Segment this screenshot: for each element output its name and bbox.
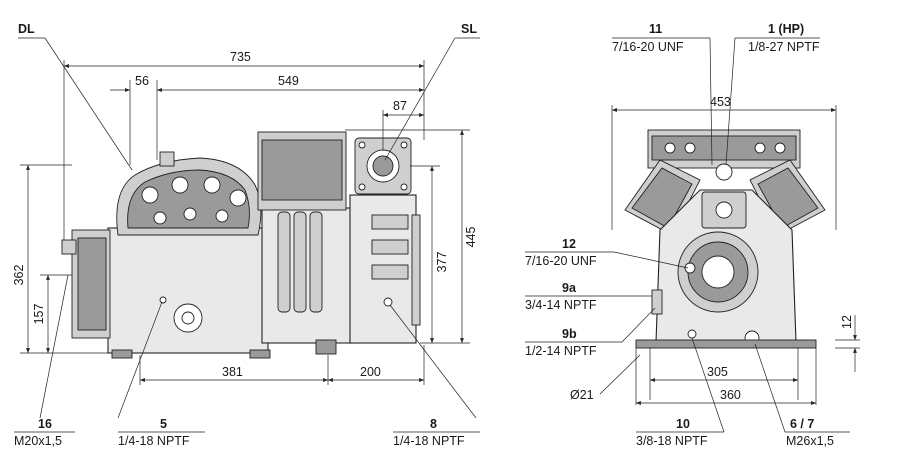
- motor-section-side: [257, 131, 355, 355]
- conn-9b-number: 9b: [562, 327, 577, 341]
- compressor-body-side: [61, 151, 271, 359]
- conn-6-7-spec: M26x1,5: [786, 434, 834, 448]
- suction-flange-side: [349, 137, 421, 344]
- conn-5-number: 5: [160, 417, 167, 431]
- dim-549: 549: [278, 74, 299, 88]
- conn-6-7-number: 6 / 7: [790, 417, 814, 431]
- conn-11-spec: 7/16-20 UNF: [612, 40, 684, 54]
- conn-9a-spec: 3/4-14 NPTF: [525, 298, 597, 312]
- dim-381: 381: [222, 365, 243, 379]
- dim-735: 735: [230, 50, 251, 64]
- conn-16-number: 16: [38, 417, 52, 431]
- dim-362: 362: [12, 265, 26, 286]
- conn-8-spec: 1/4-18 NPTF: [393, 434, 465, 448]
- conn-10-number: 10: [676, 417, 690, 431]
- dim-305: 305: [707, 365, 728, 379]
- dim-360: 360: [720, 388, 741, 402]
- conn-9b-spec: 1/2-14 NPTF: [525, 344, 597, 358]
- dim-453: 453: [710, 95, 731, 109]
- label-dl: DL: [18, 22, 35, 36]
- label-sl: SL: [461, 22, 477, 36]
- dim-87: 87: [393, 99, 407, 113]
- side-view: 735 56 549 87 DL SL 362 157 445 377: [12, 22, 480, 448]
- conn-10-spec: 3/8-18 NPTF: [636, 434, 708, 448]
- dim-diameter-21: Ø21: [570, 388, 594, 402]
- conn-16-spec: M20x1,5: [14, 434, 62, 448]
- dim-377: 377: [435, 252, 449, 273]
- compressor-body-front: [624, 129, 826, 349]
- dim-56: 56: [135, 74, 149, 88]
- dim-157: 157: [32, 304, 46, 325]
- conn-12-number: 12: [562, 237, 576, 251]
- conn-12-spec: 7/16-20 UNF: [525, 254, 597, 268]
- conn-9a-number: 9a: [562, 281, 577, 295]
- conn-1-spec: 1/8-27 NPTF: [748, 40, 820, 54]
- dim-12: 12: [840, 315, 854, 329]
- conn-1-number: 1 (HP): [768, 22, 804, 36]
- conn-5-spec: 1/4-18 NPTF: [118, 434, 190, 448]
- conn-11-number: 11: [649, 22, 662, 36]
- dim-445: 445: [464, 227, 478, 248]
- conn-8-number: 8: [430, 417, 437, 431]
- front-view: 453 11 7/16-20 UNF 1 (HP) 1/8-27 NPTF 12…: [525, 22, 860, 448]
- dim-200: 200: [360, 365, 381, 379]
